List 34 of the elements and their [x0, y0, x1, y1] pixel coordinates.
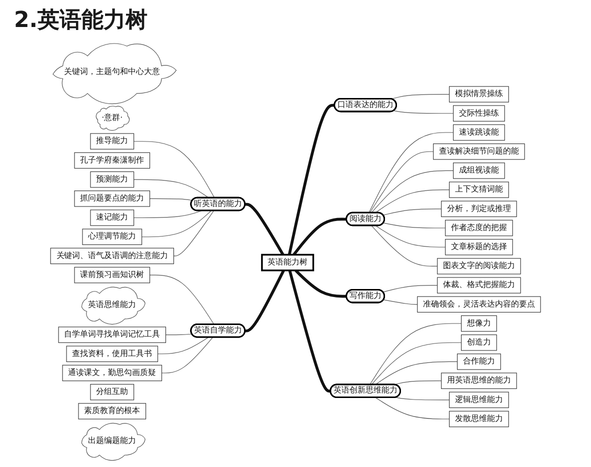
connector	[369, 323, 462, 386]
connector	[292, 218, 347, 256]
connector	[382, 285, 438, 292]
connector	[374, 361, 458, 386]
connector	[149, 198, 193, 201]
connector	[383, 300, 418, 305]
connector	[368, 132, 454, 214]
connector	[375, 225, 446, 248]
connector	[374, 190, 450, 214]
connector	[173, 210, 214, 256]
connector	[393, 110, 454, 114]
connector	[294, 269, 347, 298]
connector	[245, 270, 285, 332]
connector	[133, 179, 210, 198]
connector	[383, 222, 446, 228]
connector	[371, 170, 454, 214]
connector	[245, 202, 284, 256]
connector	[288, 104, 335, 256]
connector	[371, 342, 462, 386]
connector	[395, 397, 450, 400]
connector	[149, 274, 214, 325]
connector	[165, 334, 192, 336]
connector	[133, 141, 215, 198]
title: 2.英语能力树	[13, 7, 149, 35]
connector	[141, 210, 212, 238]
connector	[161, 337, 213, 374]
connector	[390, 94, 450, 100]
connector	[288, 270, 331, 393]
connector	[375, 397, 450, 420]
connector	[133, 210, 202, 218]
connector	[382, 208, 442, 216]
connector	[371, 225, 438, 266]
connector	[157, 337, 209, 354]
connector	[369, 151, 434, 214]
